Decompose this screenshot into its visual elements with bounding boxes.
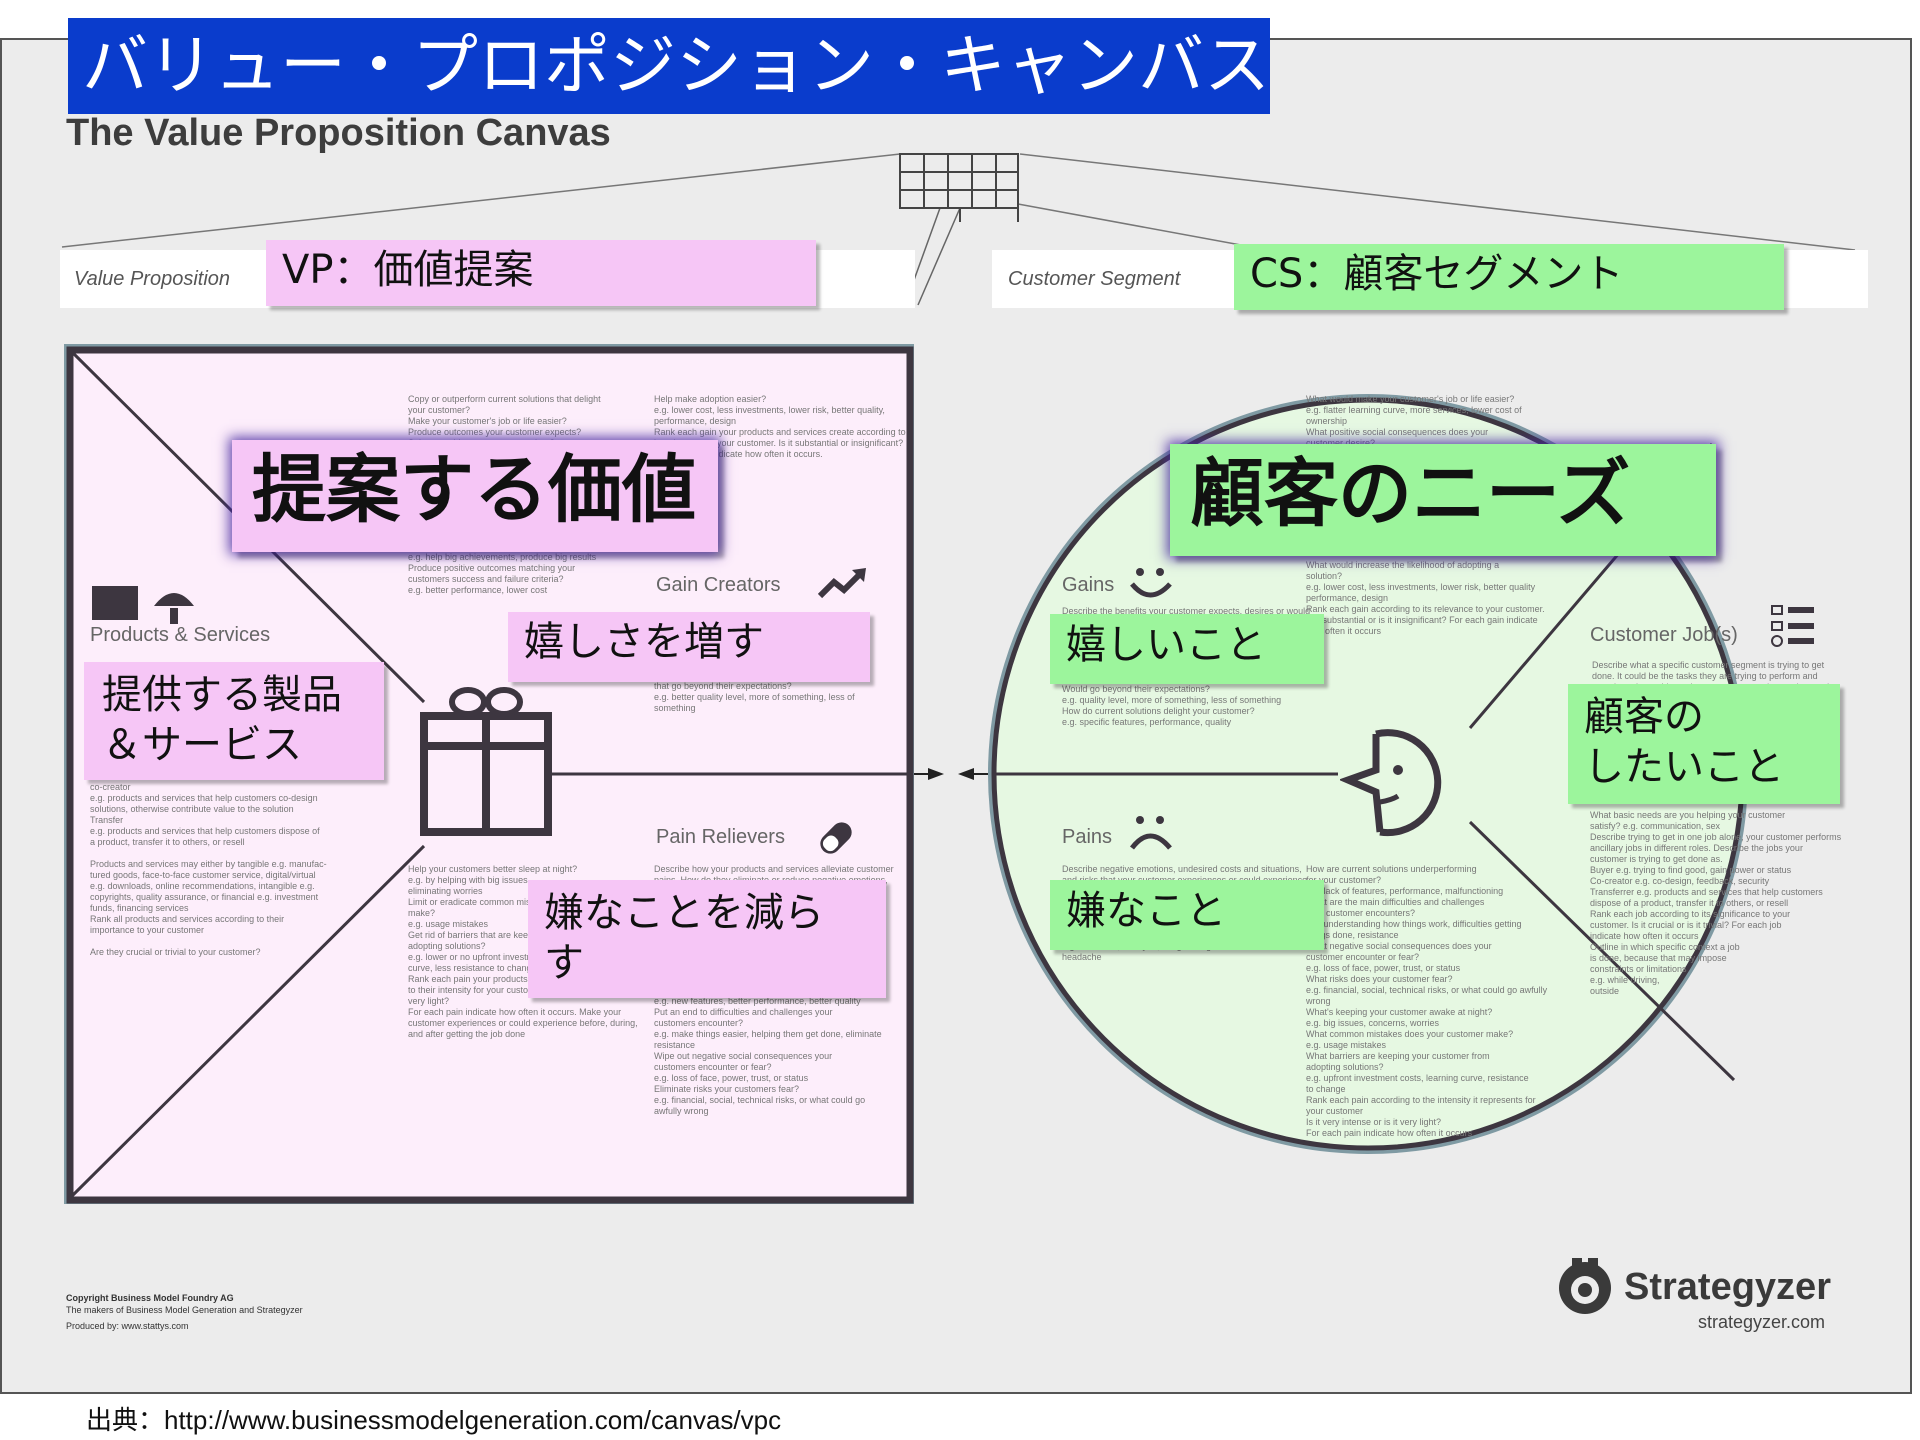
gain-creators-jp: 嬉しさを増す (508, 612, 870, 682)
cs-highlight: CS：顧客セグメント (1234, 244, 1784, 310)
produced-text: Produced by: www.stattys.com (66, 1321, 189, 1331)
customer-jobs-jp: 顧客の したいこと (1568, 684, 1840, 804)
pains-jp: 嫌なこと (1050, 880, 1324, 950)
products-services-jp-line1: 提供する製品 (102, 672, 342, 718)
strategyzer-logo-icon (1559, 1258, 1611, 1314)
face-icon (1340, 729, 1442, 837)
cs-strip-label: Customer Segment (1008, 268, 1181, 290)
frown-icon (1130, 816, 1172, 850)
cs-fine-text-4: Would go beyond their expectations?e.g. … (1062, 684, 1282, 727)
brand-url: strategyzer.com (1698, 1312, 1826, 1332)
brand-name: Strategyzer (1624, 1266, 1831, 1308)
makers-text: The makers of Business Model Generation … (66, 1305, 303, 1315)
products-services-label: Products & Services (90, 624, 271, 646)
vp-strip-label: Value Proposition (74, 268, 231, 290)
customer-jobs-jp-line1: 顧客の (1584, 694, 1704, 740)
products-services-icon (92, 586, 194, 624)
pains-label: Pains (1062, 826, 1113, 848)
gains-label: Gains (1062, 574, 1115, 596)
vp-fine-text-2: e.g. help big achievements, produce big … (408, 552, 597, 595)
vp-fine-text-6: Help your customers better sleep at nigh… (408, 864, 638, 1039)
pain-relievers-label: Pain Relievers (656, 826, 785, 848)
gains-jp: 嬉しいこと (1050, 614, 1324, 684)
trend-up-icon (818, 568, 866, 599)
pill-icon (820, 822, 852, 854)
customer-jobs-jp-line2: したいこと (1584, 744, 1784, 790)
checklist-icon (1771, 605, 1814, 647)
vp-highlight: VP：価値提案 (266, 240, 816, 306)
products-services-jp: 提供する製品 ＆サービス (84, 662, 384, 780)
page-subtitle: The Value Proposition Canvas (66, 112, 611, 154)
cs-fine-text-7: What basic needs are you helping your cu… (1590, 810, 1842, 996)
gain-creators-label: Gain Creators (656, 574, 781, 596)
vp-big-label: 提案する価値 (232, 440, 718, 552)
products-services-jp-line2: ＆サービス (102, 722, 302, 768)
customer-jobs-label: Customer Job(s) (1590, 624, 1738, 646)
canvas-grid-icon (899, 153, 1019, 222)
page-title: バリュー・プロポジション・キャンバス (68, 18, 1270, 114)
copyright-text: Copyright Business Model Foundry AG (66, 1293, 234, 1303)
vp-fine-text-3: Help make adoption easier?e.g. lower cos… (654, 394, 906, 459)
copyright-block: Copyright Business Model Foundry AG The … (66, 1292, 303, 1332)
pain-relievers-jp: 嫌なことを減ら す (528, 880, 886, 998)
pain-relievers-jp-line1: 嫌なことを減ら (544, 890, 824, 936)
pain-relievers-jp-line2: す (544, 940, 584, 986)
cs-big-label: 顧客のニーズ (1170, 444, 1716, 556)
cs-fine-text-2: What would increase the likelihood of ad… (1306, 560, 1545, 636)
gift-icon (420, 687, 552, 836)
cs-fine-text-6: How are current solutions underperformin… (1306, 864, 1548, 1138)
smile-icon (1130, 568, 1172, 598)
source-citation: 出典：http://www.businessmodelgeneration.co… (86, 1405, 782, 1435)
